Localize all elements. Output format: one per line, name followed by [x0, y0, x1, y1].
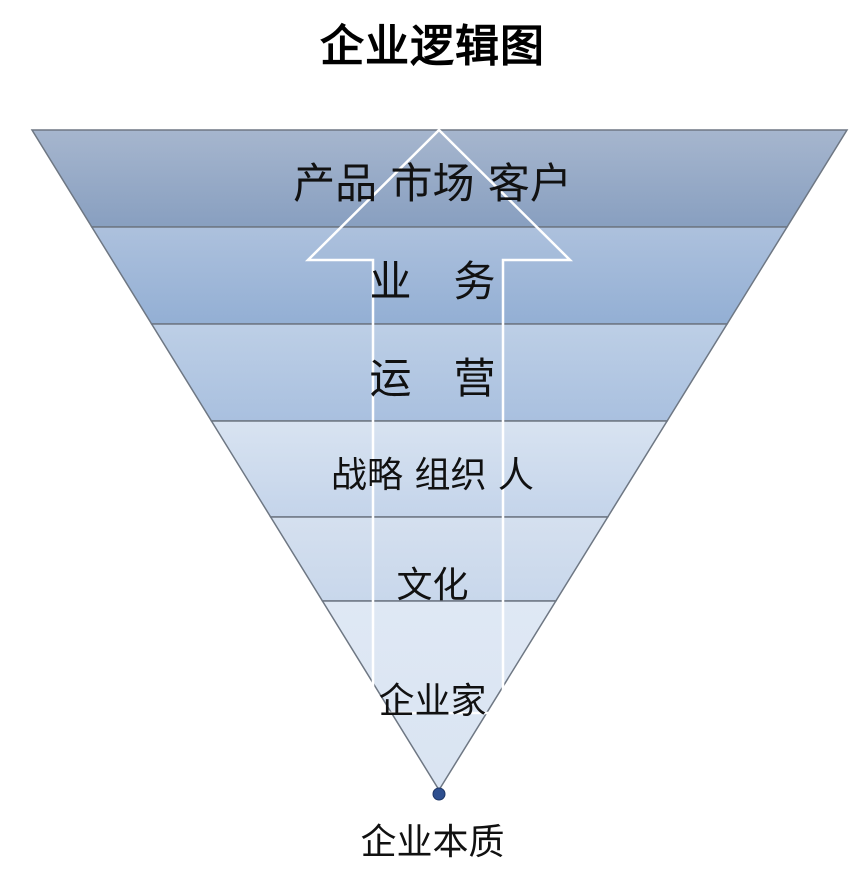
apex-label: 企业本质	[360, 822, 505, 863]
layer-label-strategy-organization-people: 战略 组织 人	[331, 455, 534, 496]
pyramid-layer-6	[321, 600, 558, 792]
layer-label-entrepreneur: 企业家	[378, 681, 487, 722]
layer-label-operations: 运 营	[369, 354, 496, 403]
apex-dot	[432, 787, 446, 801]
layer-label-culture: 文化	[396, 565, 469, 606]
layer-label-products-market-customers: 产品 市场 客户	[293, 159, 572, 208]
layer-label-business: 业 务	[369, 257, 496, 306]
upward-arrow	[304, 128, 574, 715]
page-title: 企业逻辑图	[320, 21, 545, 72]
